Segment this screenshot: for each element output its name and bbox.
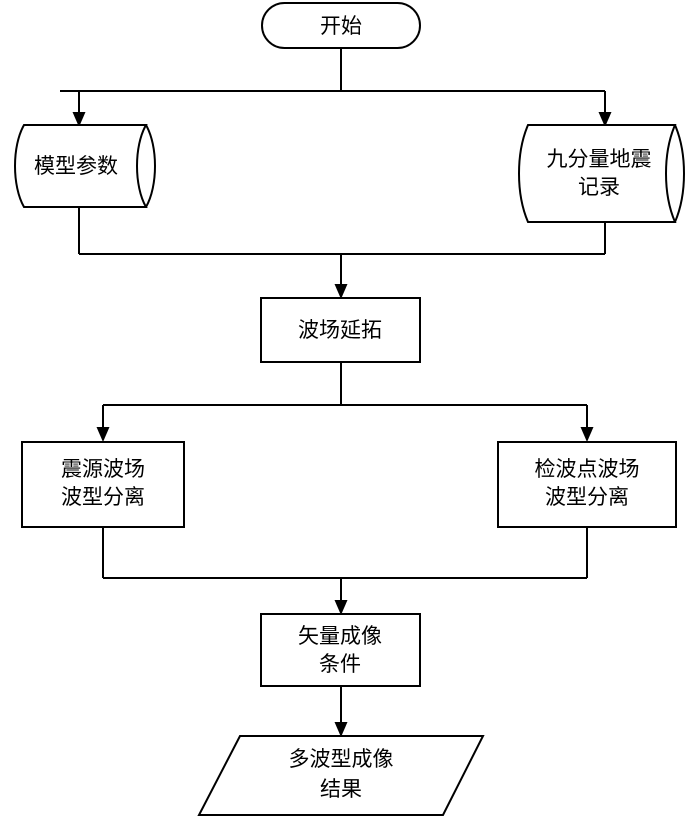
node-start[interactable]: 开始 <box>261 2 421 49</box>
source-separation-shape <box>21 441 185 528</box>
start-label: 开始 <box>320 14 362 38</box>
records-cap <box>674 124 685 223</box>
start-shape <box>261 2 421 49</box>
receiver-separation-label-line1: 检波点波场 <box>535 457 640 481</box>
node-nine-component-records[interactable]: 九分量地震 记录 <box>518 124 685 223</box>
imaging-condition-shape <box>260 613 421 687</box>
arrowhead-icon <box>580 427 594 442</box>
arrowhead-icon <box>96 427 110 442</box>
imaging-result-label-line2: 结果 <box>320 777 362 801</box>
node-model-params[interactable]: 模型参数 <box>14 124 156 208</box>
records-label-line1: 九分量地震 <box>547 147 652 171</box>
edge-extrapolation-to-source-separation <box>96 362 587 442</box>
imaging-condition-label-line1: 矢量成像 <box>298 624 382 648</box>
imaging-result-label-line1: 多波型成像 <box>289 747 394 771</box>
receiver-separation-label-line2: 波型分离 <box>545 485 629 509</box>
arrowhead-icon <box>334 600 348 615</box>
edge-model-params-to-extrapolation <box>78 207 605 299</box>
wavefield-extrapolation-label: 波场延拓 <box>298 318 382 342</box>
node-wavefield-extrapolation[interactable]: 波场延拓 <box>260 297 421 363</box>
edge-extrapolation-to-receiver-separation <box>580 405 594 442</box>
arrowhead-icon <box>334 284 348 299</box>
receiver-separation-shape <box>497 441 677 528</box>
imaging-result-shape <box>197 735 485 816</box>
node-source-wavefield-separation[interactable]: 震源波场 波型分离 <box>21 441 185 528</box>
arrowhead-icon <box>72 112 86 127</box>
edge-imaging-condition-to-result <box>334 686 348 737</box>
wavefield-extrapolation-shape <box>260 297 421 363</box>
arrowhead-icon <box>334 722 348 737</box>
records-body <box>518 124 677 223</box>
node-receiver-wavefield-separation[interactable]: 检波点波场 波型分离 <box>497 441 677 528</box>
source-separation-label-line2: 波型分离 <box>61 485 145 509</box>
node-vector-imaging-condition[interactable]: 矢量成像 条件 <box>260 613 421 687</box>
edge-start-to-records <box>598 91 612 127</box>
arrowhead-icon <box>598 112 612 127</box>
edge-source-separation-to-imaging-condition <box>102 527 587 615</box>
source-separation-label-line1: 震源波场 <box>61 457 145 481</box>
records-label-line2: 记录 <box>578 175 620 199</box>
imaging-condition-label-line2: 条件 <box>319 652 361 676</box>
edge-start-to-model-params <box>60 48 605 127</box>
model-params-label: 模型参数 <box>34 154 118 178</box>
node-multi-wave-imaging-result[interactable]: 多波型成像 结果 <box>197 735 485 816</box>
model-params-cap <box>145 124 156 208</box>
